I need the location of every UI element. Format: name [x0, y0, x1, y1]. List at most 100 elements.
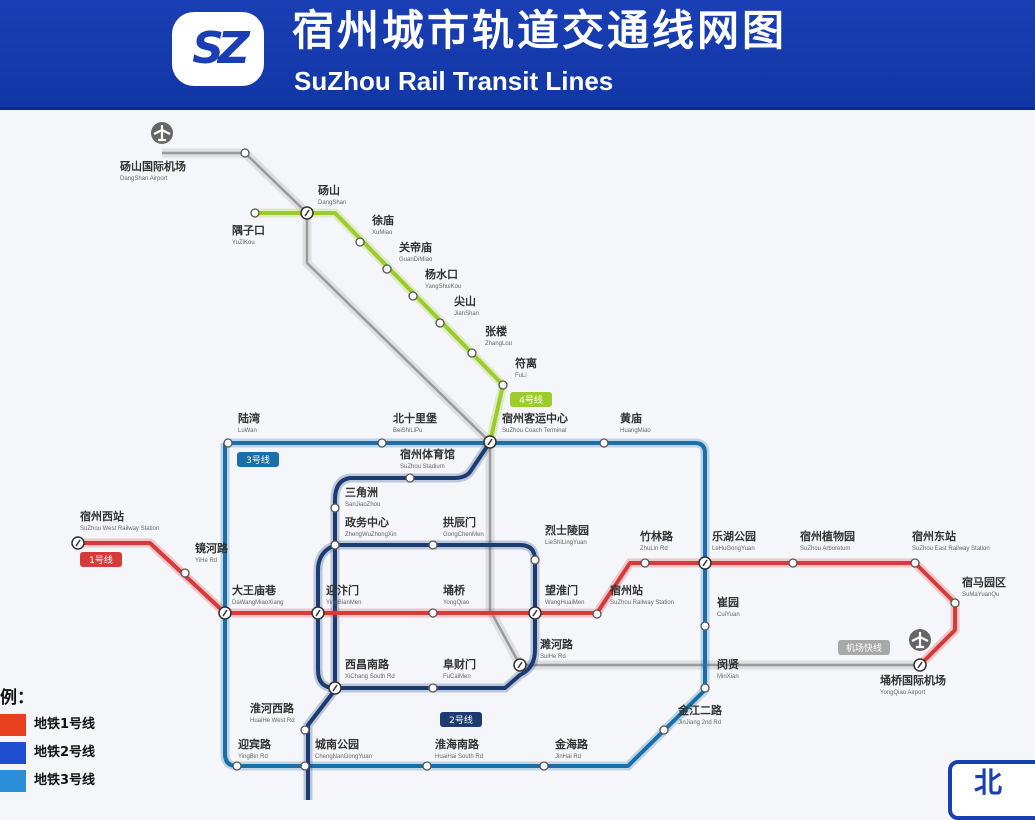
station-name-en: YingBin Rd [238, 754, 268, 760]
line4-badge-label: 4号线 [519, 394, 543, 406]
station-name: 关帝庙 [399, 240, 432, 254]
station-marker[interactable] [910, 558, 920, 568]
line2-route [316, 543, 537, 690]
station-marker[interactable] [700, 621, 710, 631]
station-name-en: ZhangLou [485, 341, 512, 347]
station-marker[interactable] [377, 438, 387, 448]
line2-route [306, 440, 492, 800]
station-marker[interactable] [355, 237, 365, 247]
station-name: 砀山国际机场 [120, 159, 186, 173]
station-name: 宿州东站 [912, 529, 956, 543]
station-marker[interactable] [788, 558, 798, 568]
station-marker[interactable] [428, 683, 438, 693]
station-name-en: DangShan [318, 200, 346, 206]
line4-badge: 4号线 [510, 392, 552, 407]
station-name-en: LuWan [238, 428, 257, 434]
station-marker[interactable] [498, 380, 508, 390]
station-name: 埇桥 [443, 583, 466, 597]
station-name-en: LieShiLingYuan [545, 540, 587, 546]
station-name-en: SuZhou Railway Station [610, 600, 674, 606]
legend-item-line2: 地铁2号线 [0, 742, 95, 764]
station-name: 宿马园区 [962, 575, 1006, 589]
station-marker[interactable] [659, 725, 669, 735]
station-name-en: HuangMiao [620, 428, 651, 434]
station-name-en: ChengNanGongYuan [315, 754, 372, 760]
station-marker[interactable] [300, 761, 310, 771]
station-name-en: SuZhou Coach Terminal [502, 428, 566, 434]
station-name-en: SanJiaoZhou [345, 502, 380, 508]
station-name: 宿州西站 [80, 509, 124, 523]
airport-route [162, 151, 920, 667]
station-name: 宿州植物园 [800, 529, 855, 543]
station-name-en: GongChenMen [443, 532, 484, 538]
station-name: 砀山 [318, 183, 340, 197]
station-name-en: SuZhou Stadium [400, 464, 445, 470]
station-marker[interactable] [422, 761, 432, 771]
station-name: 淮海南路 [435, 737, 480, 751]
station-name: 闵贤 [717, 657, 739, 671]
station-marker[interactable] [950, 598, 960, 608]
station-marker[interactable] [223, 438, 233, 448]
station-name: 宿州站 [610, 583, 643, 597]
station-marker[interactable] [428, 608, 438, 618]
station-marker[interactable] [428, 540, 438, 550]
airplane-icon [151, 122, 173, 144]
station-name: 烈士陵园 [545, 523, 589, 537]
station-name-en: SuZhou East Railway Station [912, 546, 990, 552]
station-name: 迎汴门 [326, 583, 359, 597]
station-name-en: YongQiao [443, 600, 470, 606]
station-name: 拱辰门 [443, 515, 476, 529]
line1-badge: 1号线 [80, 552, 122, 567]
station-name-en: BeiShiLiPu [393, 428, 422, 434]
station-name-en: DaWangMiaoXiang [232, 600, 283, 606]
station-name-en: MinXian [717, 674, 739, 680]
station-marker[interactable] [539, 761, 549, 771]
station-marker[interactable] [382, 264, 392, 274]
station-name-en: YongQiao Airport [880, 690, 925, 696]
line4-route [255, 211, 505, 443]
station-name: 宿州体育馆 [400, 447, 455, 461]
station-marker[interactable] [405, 473, 415, 483]
station-name-en: WangHuaiMen [545, 600, 584, 606]
interchange-arrow-icon [75, 539, 81, 547]
page-title: 宿州城市轨道交通线网图 [292, 6, 788, 55]
station-marker[interactable] [640, 558, 650, 568]
north-compass: 北 [948, 760, 1035, 820]
station-name-en: SuiHe Rd [540, 654, 566, 660]
station-marker[interactable] [330, 540, 340, 550]
station-marker[interactable] [592, 609, 602, 619]
station-marker[interactable] [530, 555, 540, 565]
station-marker[interactable] [408, 291, 418, 301]
interchange-arrow-icon [332, 684, 338, 692]
station-name-en: ZhengWuZhongXin [345, 532, 397, 538]
station-marker[interactable] [435, 318, 445, 328]
station-name: 金海路 [554, 737, 589, 751]
interchange-arrow-icon [532, 609, 538, 617]
station-marker[interactable] [250, 208, 260, 218]
line1-badge-label: 1号线 [89, 554, 113, 566]
station-marker[interactable] [467, 348, 477, 358]
station-marker[interactable] [240, 148, 250, 158]
legend-item-line1: 地铁1号线 [0, 714, 95, 736]
station-name: 竹林路 [639, 529, 674, 543]
station-name: 宿州客运中心 [502, 411, 568, 425]
station-marker[interactable] [232, 761, 242, 771]
station-marker[interactable] [300, 725, 310, 735]
page-subtitle: SuZhou Rail Transit Lines [294, 66, 614, 96]
station-name-en: DangShan Airport [120, 176, 168, 182]
station-marker[interactable] [180, 568, 190, 578]
station-name: 迎宾路 [238, 737, 272, 751]
legend-swatch [0, 742, 26, 764]
station-name: 三角洲 [345, 485, 378, 499]
airplane-icon [909, 629, 931, 651]
station-name-en: FuLi [515, 373, 527, 379]
station-marker[interactable] [599, 438, 609, 448]
legend-swatch [0, 770, 26, 792]
station-name: 崔园 [716, 595, 739, 609]
station-name-en: YuZiKou [232, 240, 255, 246]
station-marker[interactable] [330, 503, 340, 513]
interchange-arrow-icon [702, 559, 708, 567]
station-marker[interactable] [700, 683, 710, 693]
station-name-en: YangShuiKou [425, 284, 461, 290]
